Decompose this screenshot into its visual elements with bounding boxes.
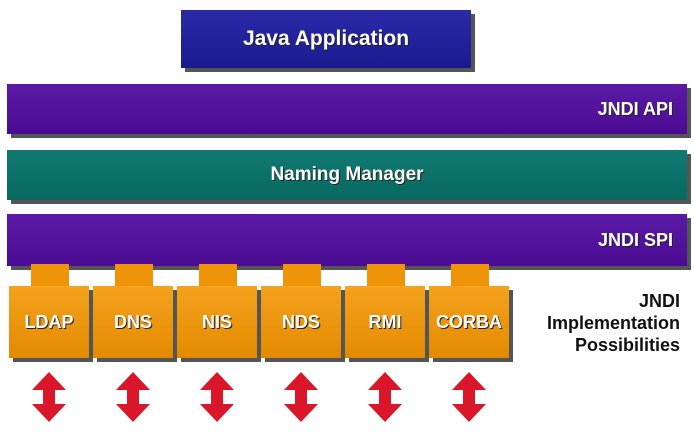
double-arrow-icon [32,372,66,422]
provider-nis: NIS [177,264,257,358]
provider-box: RMI [345,286,425,358]
naming-manager-layer: Naming Manager [7,150,687,200]
java-application-label: Java Application [242,27,410,50]
jndi-api-layer: JNDI API [7,84,687,134]
double-arrow-icon [200,372,234,422]
provider-box: DNS [93,286,173,358]
double-arrow-icon [452,372,486,422]
jndi-api-label: JNDI API [597,98,673,119]
provider-label: NIS [201,311,232,332]
java-application-box: Java Application [181,10,471,68]
double-arrow-icon [116,372,150,422]
provider-box: NDS [261,286,341,358]
provider-label: DNS [113,311,152,332]
provider-box: CORBA [429,286,509,358]
impl-label-line-3: Possibilities [574,335,680,355]
double-arrow-icon [284,372,318,422]
double-arrow-icon [368,372,402,422]
provider-box: NIS [177,286,257,358]
jndi-spi-label: JNDI SPI [597,229,673,250]
jndi-spi-layer: JNDI SPI [7,214,687,266]
provider-nds: NDS [261,264,341,358]
provider-box: LDAP [9,286,89,358]
provider-corba: CORBA [429,264,509,358]
provider-label: LDAP [24,311,74,332]
provider-rmi: RMI [345,264,425,358]
naming-manager-label: Naming Manager [270,164,424,185]
provider-label: RMI [368,311,402,332]
provider-ldap: LDAP [9,264,89,358]
impl-label-line-2: Implementation [546,313,680,333]
provider-label: CORBA [436,311,502,332]
impl-label-line-1: JNDI [638,291,680,311]
provider-dns: DNS [93,264,173,358]
implementation-possibilities-label: JNDI Implementation Possibilities [500,290,680,356]
provider-label: NDS [281,311,320,332]
